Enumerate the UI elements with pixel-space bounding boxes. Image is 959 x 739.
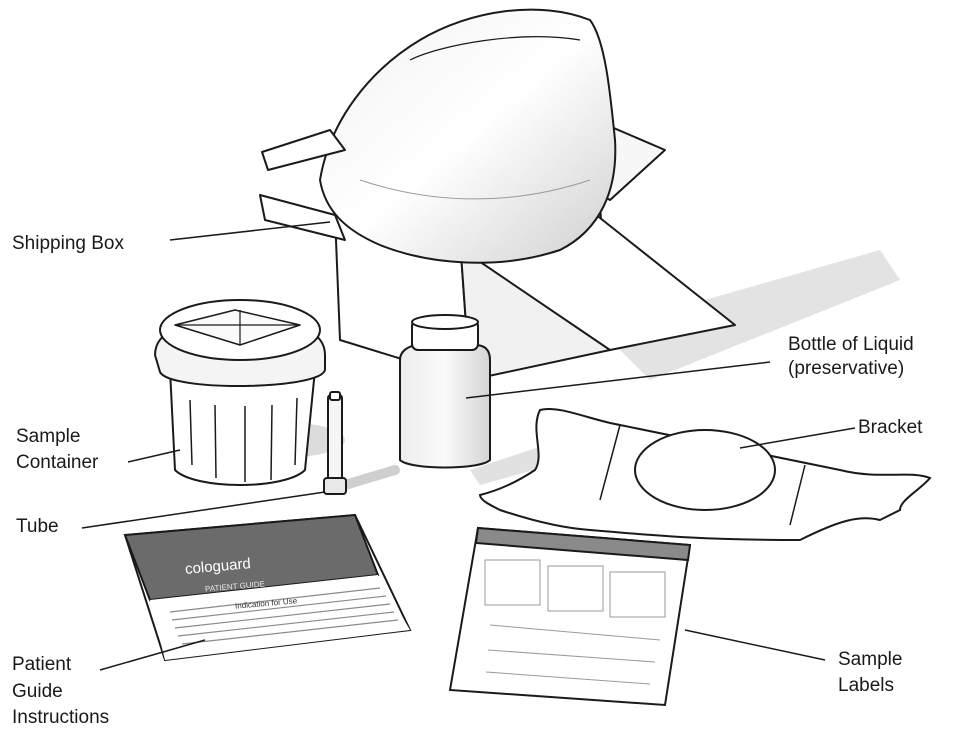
sample-labels-sheet <box>450 528 690 705</box>
label-bracket: Bracket <box>858 416 922 440</box>
tube <box>324 392 395 494</box>
shipping-box <box>260 10 900 380</box>
label-bottle-line2: (preservative) <box>788 357 904 381</box>
sample-container <box>155 300 345 485</box>
label-sample-container-line2: Container <box>16 451 98 475</box>
label-sample-labels-line1: Sample <box>838 648 902 672</box>
label-sample-container-line1: Sample <box>16 425 80 449</box>
leader-sample-labels <box>685 630 825 660</box>
label-bottle-line1: Bottle of Liquid <box>788 333 914 357</box>
patient-guide-booklet <box>125 515 410 660</box>
label-tube: Tube <box>16 515 59 539</box>
leader-sample-container <box>128 450 180 462</box>
label-sample-labels-line2: Labels <box>838 674 894 698</box>
leader-bracket <box>740 428 855 448</box>
label-patient-guide-line3: Instructions <box>12 706 109 730</box>
label-shipping-box: Shipping Box <box>12 232 124 256</box>
label-patient-guide-line2: Guide <box>12 680 63 704</box>
label-patient-guide-line1: Patient <box>12 653 71 677</box>
